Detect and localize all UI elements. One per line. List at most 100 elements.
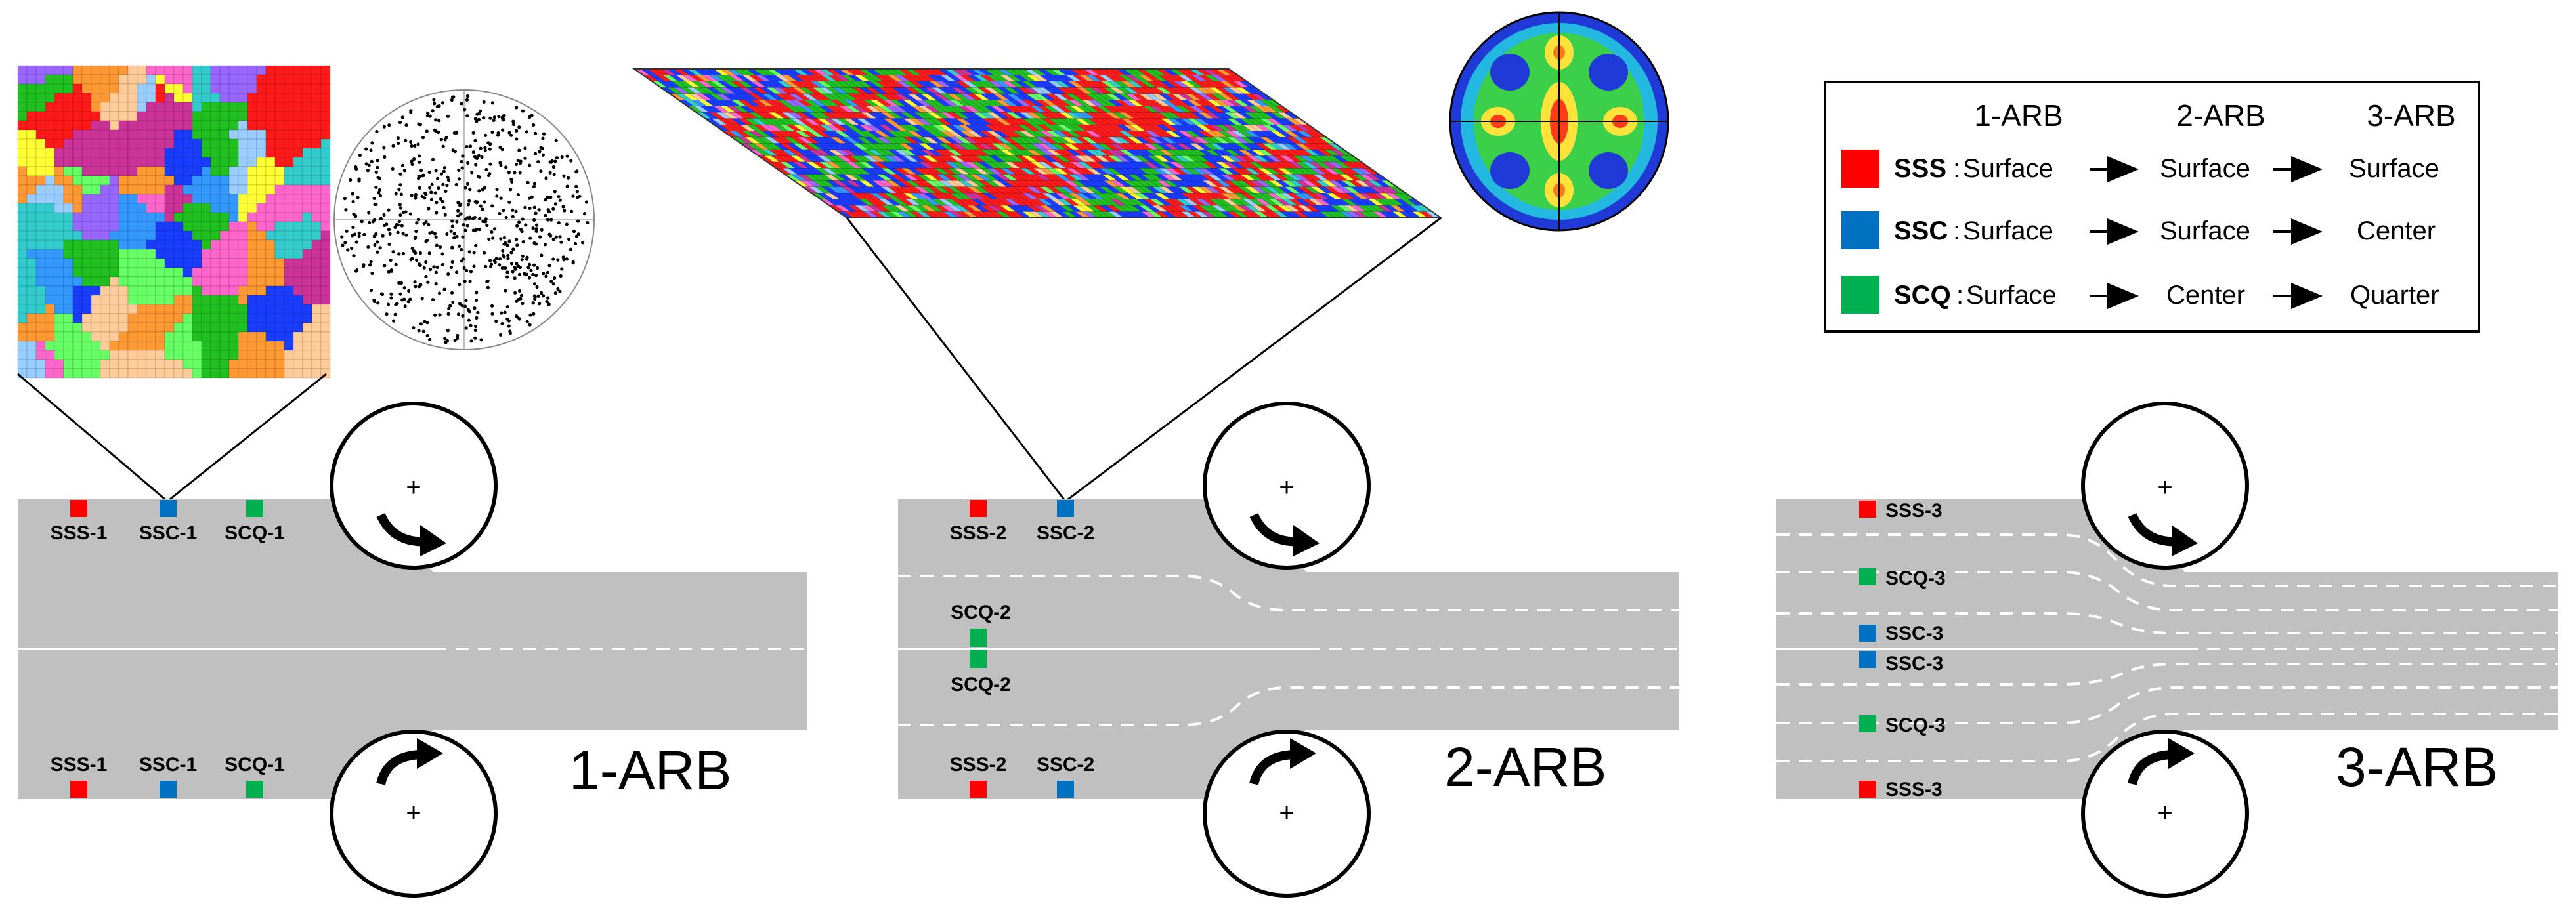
pole-figure-point — [351, 192, 354, 196]
pole-figure-point — [402, 169, 406, 173]
pole-figure-point — [505, 270, 509, 274]
pole-figure-point — [394, 262, 398, 266]
grain-cell — [182, 249, 193, 259]
grain-cell — [293, 249, 303, 259]
grain-cell — [274, 285, 285, 296]
pole-figure-point — [358, 154, 362, 157]
pole-figure-point — [549, 280, 553, 283]
grain-cell — [72, 93, 83, 103]
grain-cell — [17, 175, 28, 186]
grain-cell — [26, 331, 37, 342]
pole-figure-point — [374, 232, 378, 236]
grain-cell — [293, 212, 303, 222]
grain-cell — [45, 221, 55, 232]
grain-cell — [17, 239, 28, 250]
pole-figure-point — [433, 232, 437, 236]
grain-cell — [91, 359, 101, 369]
pole-figure-point — [450, 95, 455, 100]
pole-figure-point — [421, 136, 425, 140]
grain-cell — [146, 285, 156, 296]
grain-cell — [201, 258, 211, 268]
pole-figure-point — [400, 115, 404, 119]
grain-cell — [146, 322, 156, 333]
grain-cell — [238, 83, 248, 94]
pole-figure-point — [554, 138, 558, 142]
grain-cell — [284, 304, 294, 314]
grain-cell — [54, 341, 64, 351]
grain-cell — [164, 65, 175, 75]
pole-figure-point — [528, 163, 532, 167]
grain-cell — [192, 230, 202, 241]
pole-figure-point — [370, 159, 374, 163]
pole-figure-point — [536, 266, 540, 270]
grain-cell — [100, 194, 110, 204]
pole-figure-point — [435, 201, 439, 205]
pole-figure-point — [511, 215, 515, 218]
legend-step-sss-1: Surface — [1963, 154, 2053, 183]
pole-figure-point — [340, 235, 344, 239]
grain-cell — [109, 313, 119, 323]
label-sss-1-top: SSS-1 — [51, 522, 108, 544]
grain-cell — [81, 359, 92, 369]
grain-cell — [210, 194, 221, 204]
grain-cell — [219, 175, 230, 186]
pole-figure-point — [424, 239, 428, 243]
grain-cell — [17, 285, 28, 296]
grain-cell — [247, 138, 257, 149]
roll-bottom-2: + — [1203, 730, 1371, 898]
grain-cell — [146, 350, 156, 360]
pole-figure-point — [442, 287, 446, 291]
grain-cell — [118, 267, 129, 278]
pole-figure-point — [435, 243, 439, 247]
grain-cell — [274, 313, 285, 323]
grain-cell — [155, 166, 165, 176]
grain-cell — [146, 341, 156, 351]
grain-cell — [35, 295, 46, 305]
grain-cell — [210, 341, 221, 351]
grain-cell — [81, 331, 92, 342]
pole-figure-point — [532, 184, 536, 189]
grain-cell — [173, 194, 184, 204]
pole-figure-point — [483, 146, 487, 150]
pole-figure-point — [456, 201, 460, 205]
grain-cell — [109, 331, 119, 342]
grain-cell — [302, 111, 312, 121]
grain-cell — [81, 368, 92, 379]
grain-cell — [302, 93, 312, 103]
grain-cell — [182, 221, 193, 232]
grain-cell — [302, 194, 312, 204]
grain-cell — [100, 368, 110, 379]
grain-cell — [228, 203, 239, 213]
pole-figure-point — [520, 229, 524, 234]
grain-cell — [26, 157, 37, 167]
grain-cell — [311, 239, 322, 250]
pole-figure-point — [475, 291, 479, 295]
grain-cell — [35, 203, 46, 213]
grain-cell — [302, 184, 312, 195]
grain-cell — [127, 203, 138, 213]
pole-figure-point — [449, 229, 453, 233]
pole-figure-point — [410, 194, 414, 197]
grain-cell — [320, 322, 331, 333]
grain-cell — [311, 368, 322, 379]
grain-cell — [256, 148, 267, 158]
pole-figure-point — [490, 312, 494, 316]
pole-figure-point — [444, 135, 448, 140]
grain-cell — [210, 276, 221, 287]
grain-cell — [256, 157, 267, 167]
grain-cell — [256, 83, 267, 94]
grain-cell — [63, 249, 74, 259]
grain-cell — [81, 285, 92, 296]
grain-cell — [201, 359, 211, 369]
pole-figure-point — [499, 163, 503, 167]
pole-figure-point — [565, 154, 569, 158]
grain-cell — [72, 74, 83, 85]
pole-figure-point — [483, 200, 486, 204]
pole-figure-point — [523, 156, 527, 160]
pole-figure-point — [490, 101, 495, 105]
pole-figure-point — [354, 165, 358, 169]
grain-cell — [265, 157, 276, 167]
pole-figure-point — [567, 176, 570, 180]
pole-figure-point — [432, 265, 436, 269]
grain-cell — [127, 157, 138, 167]
